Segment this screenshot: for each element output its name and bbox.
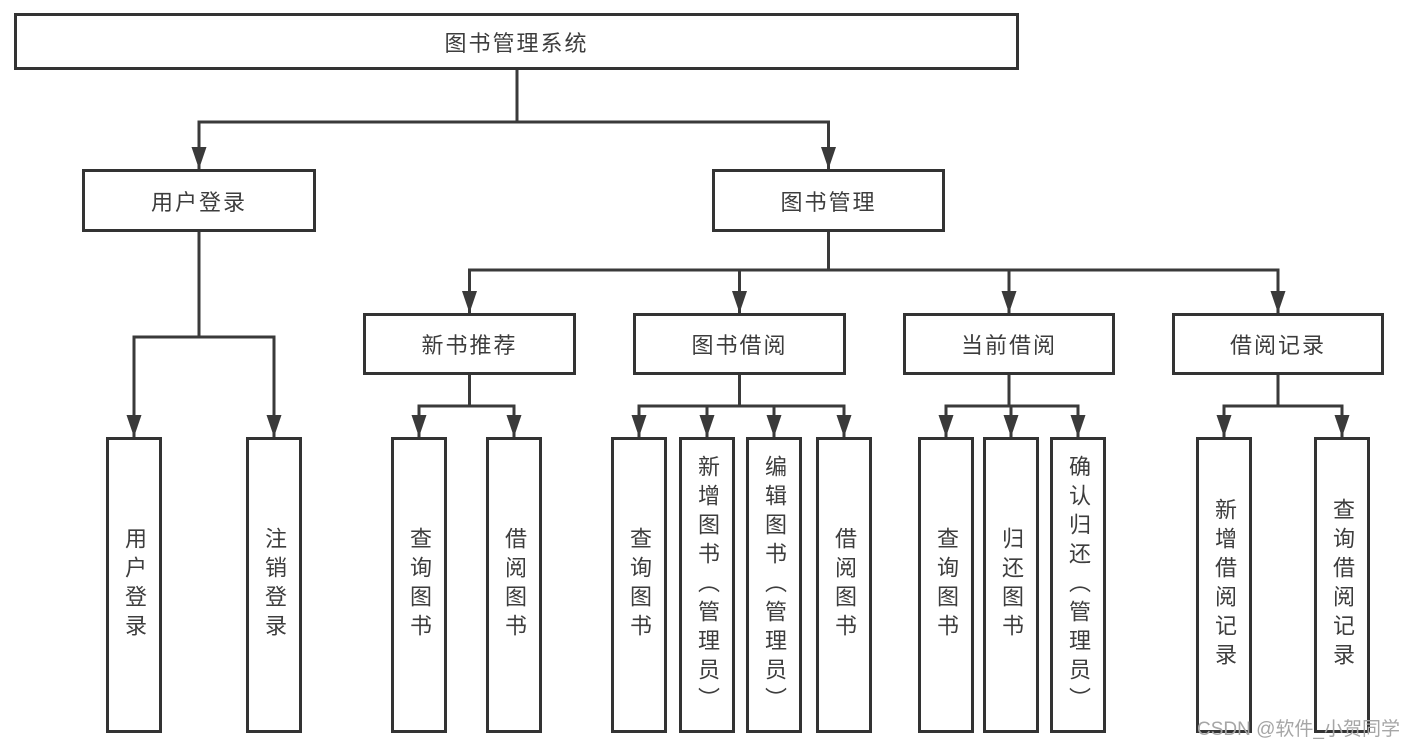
leaf-query-books-borrow: 查询图书 xyxy=(611,437,667,733)
node-label: 图书管理 xyxy=(780,189,877,215)
leaf-label: 新增图书（管理员） xyxy=(695,454,720,716)
leaf-query-books-recommend: 查询图书 xyxy=(391,437,447,733)
node-label: 用户登录 xyxy=(150,189,247,215)
node-user-login: 用户登录 xyxy=(82,169,316,232)
node-label: 图书借阅 xyxy=(691,333,788,358)
leaf-query-books-current: 查询图书 xyxy=(918,437,974,733)
leaf-label: 借阅图书 xyxy=(832,527,857,643)
leaf-add-book-admin: 新增图书（管理员） xyxy=(679,437,735,733)
leaf-label: 编辑图书（管理员） xyxy=(762,454,787,716)
leaf-borrow-books: 借阅图书 xyxy=(816,437,872,733)
leaf-return-book: 归还图书 xyxy=(983,437,1039,733)
leaf-label: 新增借阅记录 xyxy=(1212,498,1237,672)
leaf-label: 用户登录 xyxy=(122,527,147,643)
leaf-label: 查询图书 xyxy=(627,527,652,643)
leaf-confirm-return-admin: 确认归还（管理员） xyxy=(1050,437,1106,733)
node-library-system: 图书管理系统 xyxy=(14,13,1019,70)
node-label: 借阅记录 xyxy=(1229,333,1326,358)
leaf-logout: 注销登录 xyxy=(246,437,302,733)
leaf-label: 借阅图书 xyxy=(502,527,527,643)
leaf-add-borrow-record: 新增借阅记录 xyxy=(1196,437,1252,733)
leaf-query-borrow-record: 查询借阅记录 xyxy=(1314,437,1370,733)
leaf-label: 查询图书 xyxy=(407,527,432,643)
node-label: 新书推荐 xyxy=(421,333,518,358)
leaf-label: 查询图书 xyxy=(934,527,959,643)
leaf-label: 注销登录 xyxy=(262,527,287,643)
leaf-label: 确认归还（管理员） xyxy=(1066,454,1091,716)
node-book-management: 图书管理 xyxy=(712,169,945,232)
leaf-edit-book-admin: 编辑图书（管理员） xyxy=(746,437,802,733)
leaf-label: 查询借阅记录 xyxy=(1330,498,1355,672)
node-book-borrow: 图书借阅 xyxy=(633,313,846,375)
node-label: 当前借阅 xyxy=(960,333,1057,358)
leaf-user-login: 用户登录 xyxy=(106,437,162,733)
leaf-label: 归还图书 xyxy=(999,527,1024,643)
node-label: 图书管理系统 xyxy=(444,30,589,56)
node-borrow-records: 借阅记录 xyxy=(1172,313,1384,375)
node-current-borrow: 当前借阅 xyxy=(903,313,1115,375)
node-new-book-recommend: 新书推荐 xyxy=(363,313,576,375)
csdn-watermark: CSDN @软件_小贺同学 xyxy=(1197,719,1400,740)
leaf-borrow-books-recommend: 借阅图书 xyxy=(486,437,542,733)
